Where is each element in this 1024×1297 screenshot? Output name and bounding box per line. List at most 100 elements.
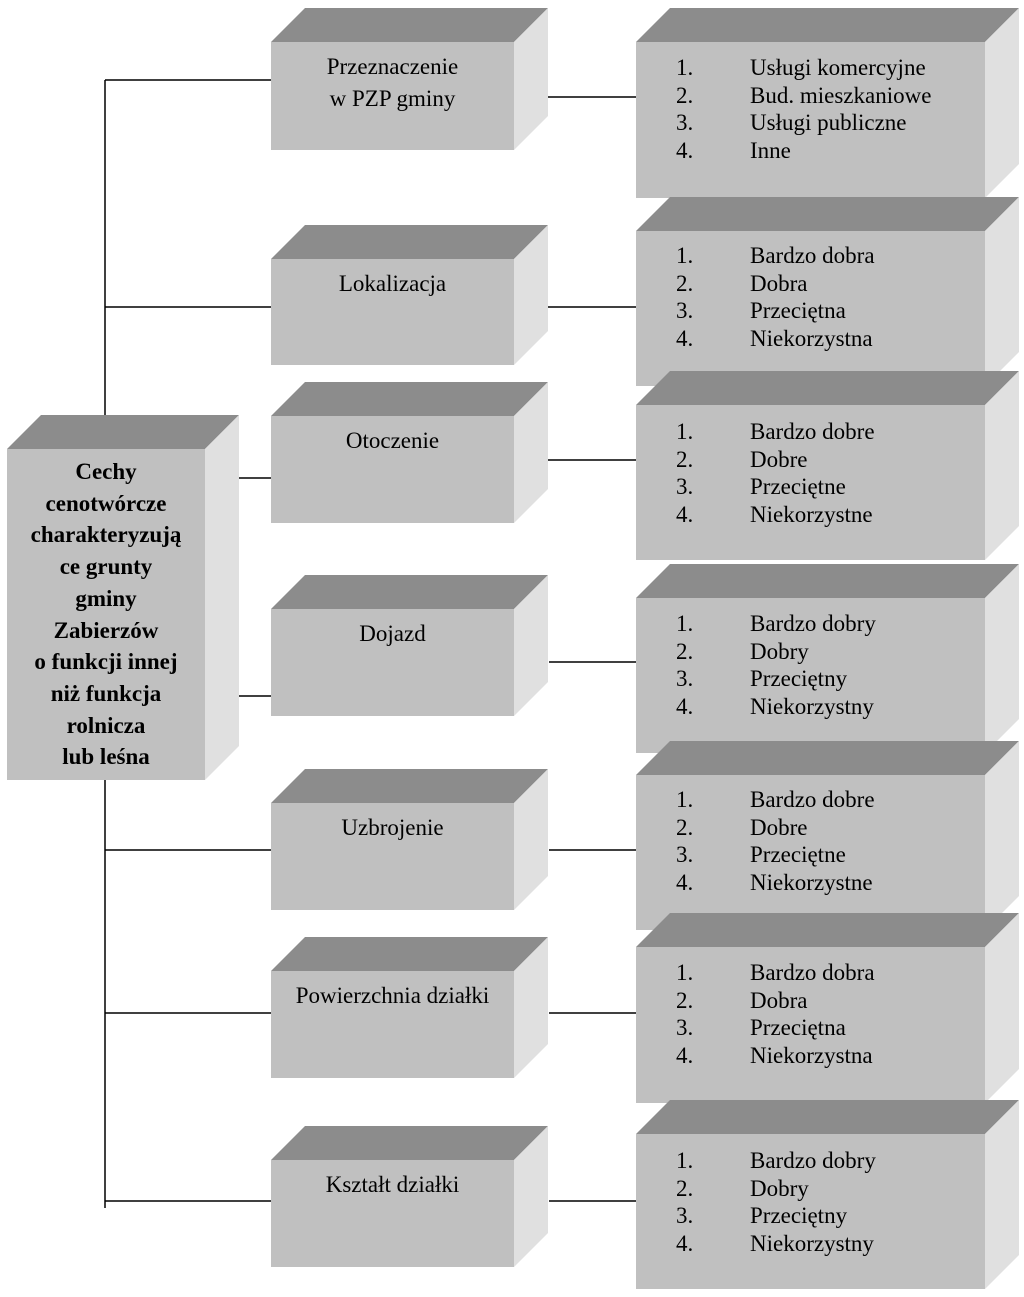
feature-box-4-top-face bbox=[271, 575, 548, 609]
feature-label-1: Przeznaczenie w PZP gminy bbox=[326, 54, 459, 111]
option-item: 1. Bardzo dobra bbox=[676, 242, 976, 270]
option-text: Bardzo dobra bbox=[750, 243, 875, 268]
feature-box-6-front-face bbox=[271, 971, 514, 1078]
option-number: 4. bbox=[676, 325, 694, 351]
option-text: Bardzo dobre bbox=[750, 419, 875, 444]
option-item: 3.Przeciętne bbox=[676, 841, 976, 869]
feature-box-1-top-face bbox=[271, 8, 548, 42]
option-text: Inne bbox=[750, 137, 791, 163]
options-box-3-side-face bbox=[985, 371, 1019, 560]
feature-box-2-top-face bbox=[271, 225, 548, 259]
option-text: Dobre bbox=[750, 814, 808, 840]
option-text: Przeciętne bbox=[750, 474, 846, 500]
option-number: 4. bbox=[676, 869, 694, 895]
option-number: 2. bbox=[676, 814, 694, 840]
option-item: 2. Dobra bbox=[676, 270, 976, 298]
option-text: Usługi komercyjne bbox=[750, 55, 926, 80]
option-number: 3. bbox=[676, 110, 694, 136]
option-number: 3. bbox=[676, 842, 694, 868]
feature-box-6-side-face bbox=[514, 937, 548, 1078]
option-number: 2. bbox=[676, 82, 694, 108]
option-number: 1. bbox=[676, 243, 694, 268]
option-item: 1.Bardzo dobry bbox=[676, 1147, 976, 1175]
option-text: Dobry bbox=[750, 1175, 809, 1201]
feature-box-3-front-face bbox=[271, 416, 514, 523]
option-number: 1. bbox=[676, 611, 694, 636]
option-number: 4. bbox=[676, 1230, 694, 1256]
option-text: Przeciętny bbox=[750, 1203, 848, 1229]
feature-box-5 bbox=[271, 769, 548, 910]
feature-box-6-top-face bbox=[271, 937, 548, 971]
feature-box-7-top-face bbox=[271, 1126, 548, 1160]
options-box-7-top-face bbox=[636, 1100, 1019, 1134]
option-item: 1.Bardzo dobre bbox=[676, 786, 976, 814]
feature-box-4-front-face bbox=[271, 609, 514, 716]
option-number: 4. bbox=[676, 137, 694, 163]
option-item: 4.Niekorzystna bbox=[676, 1042, 976, 1070]
option-text: Niekorzystny bbox=[750, 1230, 874, 1256]
options-box-3-top-face bbox=[636, 371, 1019, 405]
feature-box-5-front-face bbox=[271, 803, 514, 910]
option-text: Bardzo dobry bbox=[750, 611, 876, 636]
option-text: Przeciętny bbox=[750, 666, 848, 692]
option-number: 4. bbox=[676, 693, 694, 719]
option-number: 4. bbox=[676, 501, 694, 527]
option-item: 3. Przeciętny bbox=[676, 1202, 976, 1230]
options-box-6 bbox=[636, 913, 1019, 1103]
options-box-2-front-face bbox=[636, 231, 985, 386]
options-box-2-top-face bbox=[636, 197, 1019, 231]
feature-box-5-top-face bbox=[271, 769, 548, 803]
option-text: Dobra bbox=[750, 270, 808, 296]
option-number: 3. bbox=[676, 1015, 694, 1041]
feature-box-2-front-face bbox=[271, 259, 514, 365]
options-box-1-side-face bbox=[985, 8, 1019, 198]
option-text: Dobre bbox=[750, 446, 808, 472]
option-item: 1. Bardzo dobry bbox=[676, 610, 976, 638]
feature-box-3-side-face bbox=[514, 382, 548, 523]
feature-box-2-side-face bbox=[514, 225, 548, 365]
option-text: Przeciętna bbox=[750, 298, 846, 324]
option-text: Usługi publiczne bbox=[750, 110, 907, 136]
options-box-4-top-face bbox=[636, 564, 1019, 598]
options-box-2 bbox=[636, 197, 1019, 386]
options-box-7-side-face bbox=[985, 1100, 1019, 1289]
feature-box-5-side-face bbox=[514, 769, 548, 910]
options-box-5 bbox=[636, 741, 1019, 930]
option-item: 3. Przeciętna bbox=[676, 297, 976, 325]
option-number: 2. bbox=[676, 270, 694, 296]
option-item: 2.Dobra bbox=[676, 987, 976, 1015]
root-box-front-face bbox=[7, 449, 205, 780]
options-box-7-front-face bbox=[636, 1134, 985, 1289]
feature-box-4-side-face bbox=[514, 575, 548, 716]
option-text: Bardzo dobry bbox=[750, 1148, 876, 1173]
option-item: 2. Dobre bbox=[676, 814, 976, 842]
option-number: 2. bbox=[676, 446, 694, 472]
option-number: 3. bbox=[676, 298, 694, 324]
feature-label-6: Powierzchnia działki bbox=[295, 983, 490, 1008]
option-text: Dobra bbox=[750, 987, 808, 1013]
root-box-side-face bbox=[205, 415, 239, 780]
option-text: Niekorzystne bbox=[750, 501, 873, 527]
option-item: 1.Bardzo dobra bbox=[676, 959, 976, 987]
option-number: 3. bbox=[676, 666, 694, 692]
option-item: 4. Niekorzystny bbox=[676, 693, 976, 721]
option-number: 1. bbox=[676, 55, 694, 80]
option-text: Niekorzystny bbox=[750, 693, 874, 719]
option-number: 2. bbox=[676, 638, 694, 664]
options-box-1-top-face bbox=[636, 8, 1019, 42]
options-box-1 bbox=[636, 8, 1019, 198]
option-text: Niekorzystna bbox=[750, 1042, 873, 1068]
options-box-6-front-face bbox=[636, 947, 985, 1103]
option-number: 3. bbox=[676, 1203, 694, 1229]
option-item: 1.Bardzo dobre bbox=[676, 418, 976, 446]
feature-box-7 bbox=[271, 1126, 548, 1267]
option-number: 3. bbox=[676, 474, 694, 500]
feature-label-5: Uzbrojenie bbox=[341, 815, 444, 840]
option-number: 2. bbox=[676, 1175, 694, 1201]
option-item: 2. Dobre bbox=[676, 446, 976, 474]
option-text: Dobry bbox=[750, 638, 809, 664]
